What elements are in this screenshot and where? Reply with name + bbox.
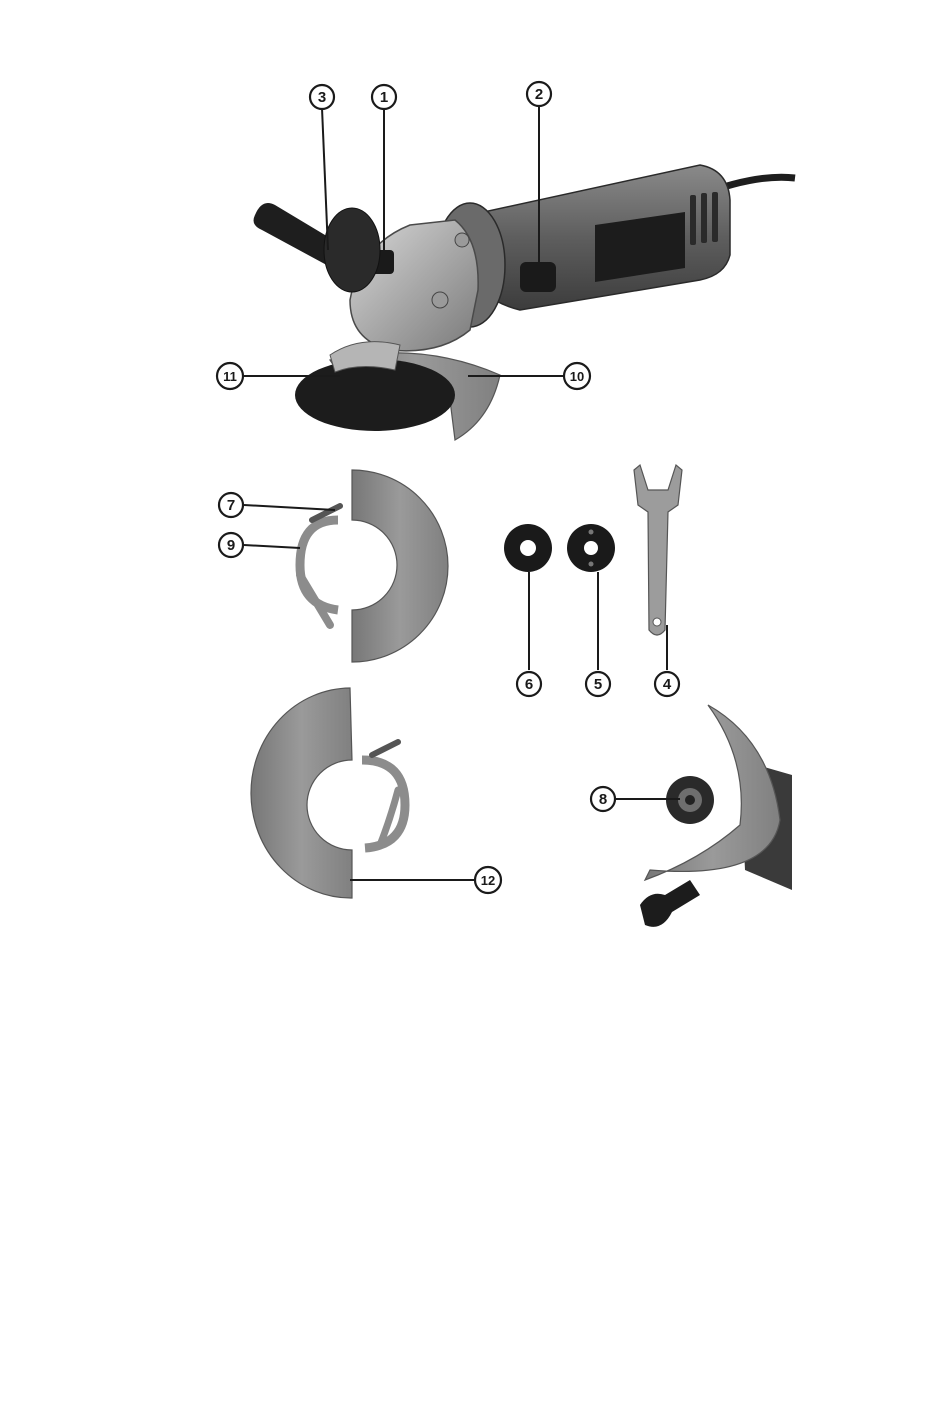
callout-8: 8 [591,787,615,811]
callout-12-label: 12 [481,873,495,888]
pin-spanner-wrench [634,465,682,635]
callout-6: 6 [517,672,541,696]
callout-4-label: 4 [663,676,672,693]
callout-3-label: 3 [318,89,326,106]
callout-9: 9 [219,533,243,557]
callout-12: 12 [475,867,501,893]
callout-11: 11 [217,363,243,389]
callout-2-label: 2 [535,86,543,103]
accessories-illustration [504,465,682,635]
callout-7-label: 7 [227,497,235,514]
grinding-disc [295,359,455,431]
callout-5: 5 [586,672,610,696]
callout-10: 10 [564,363,590,389]
callout-5-label: 5 [594,676,602,693]
vent-slots [690,192,718,245]
callout-2: 2 [527,82,551,106]
detail-handle [640,880,700,927]
callout-11-label: 11 [223,369,237,384]
callout-3: 3 [310,85,334,109]
angle-grinder-illustration [254,165,795,440]
callout-7: 7 [219,493,243,517]
mounted-guard-detail [640,705,792,927]
auxiliary-handle [254,203,380,292]
guard-half [352,470,448,662]
cutting-guard [251,688,352,898]
callout-4: 4 [655,672,679,696]
cutting-guard-illustration [251,688,405,898]
callout-10-label: 10 [570,369,584,384]
clamp-ring [300,520,338,610]
callout-9-label: 9 [227,537,235,554]
callout-1: 1 [372,85,396,109]
callout-6-label: 6 [525,676,533,693]
callout-8-label: 8 [599,791,607,808]
clamp-lever [300,575,330,625]
callout-1-label: 1 [380,89,388,106]
guard-with-clamp-illustration [300,470,448,662]
